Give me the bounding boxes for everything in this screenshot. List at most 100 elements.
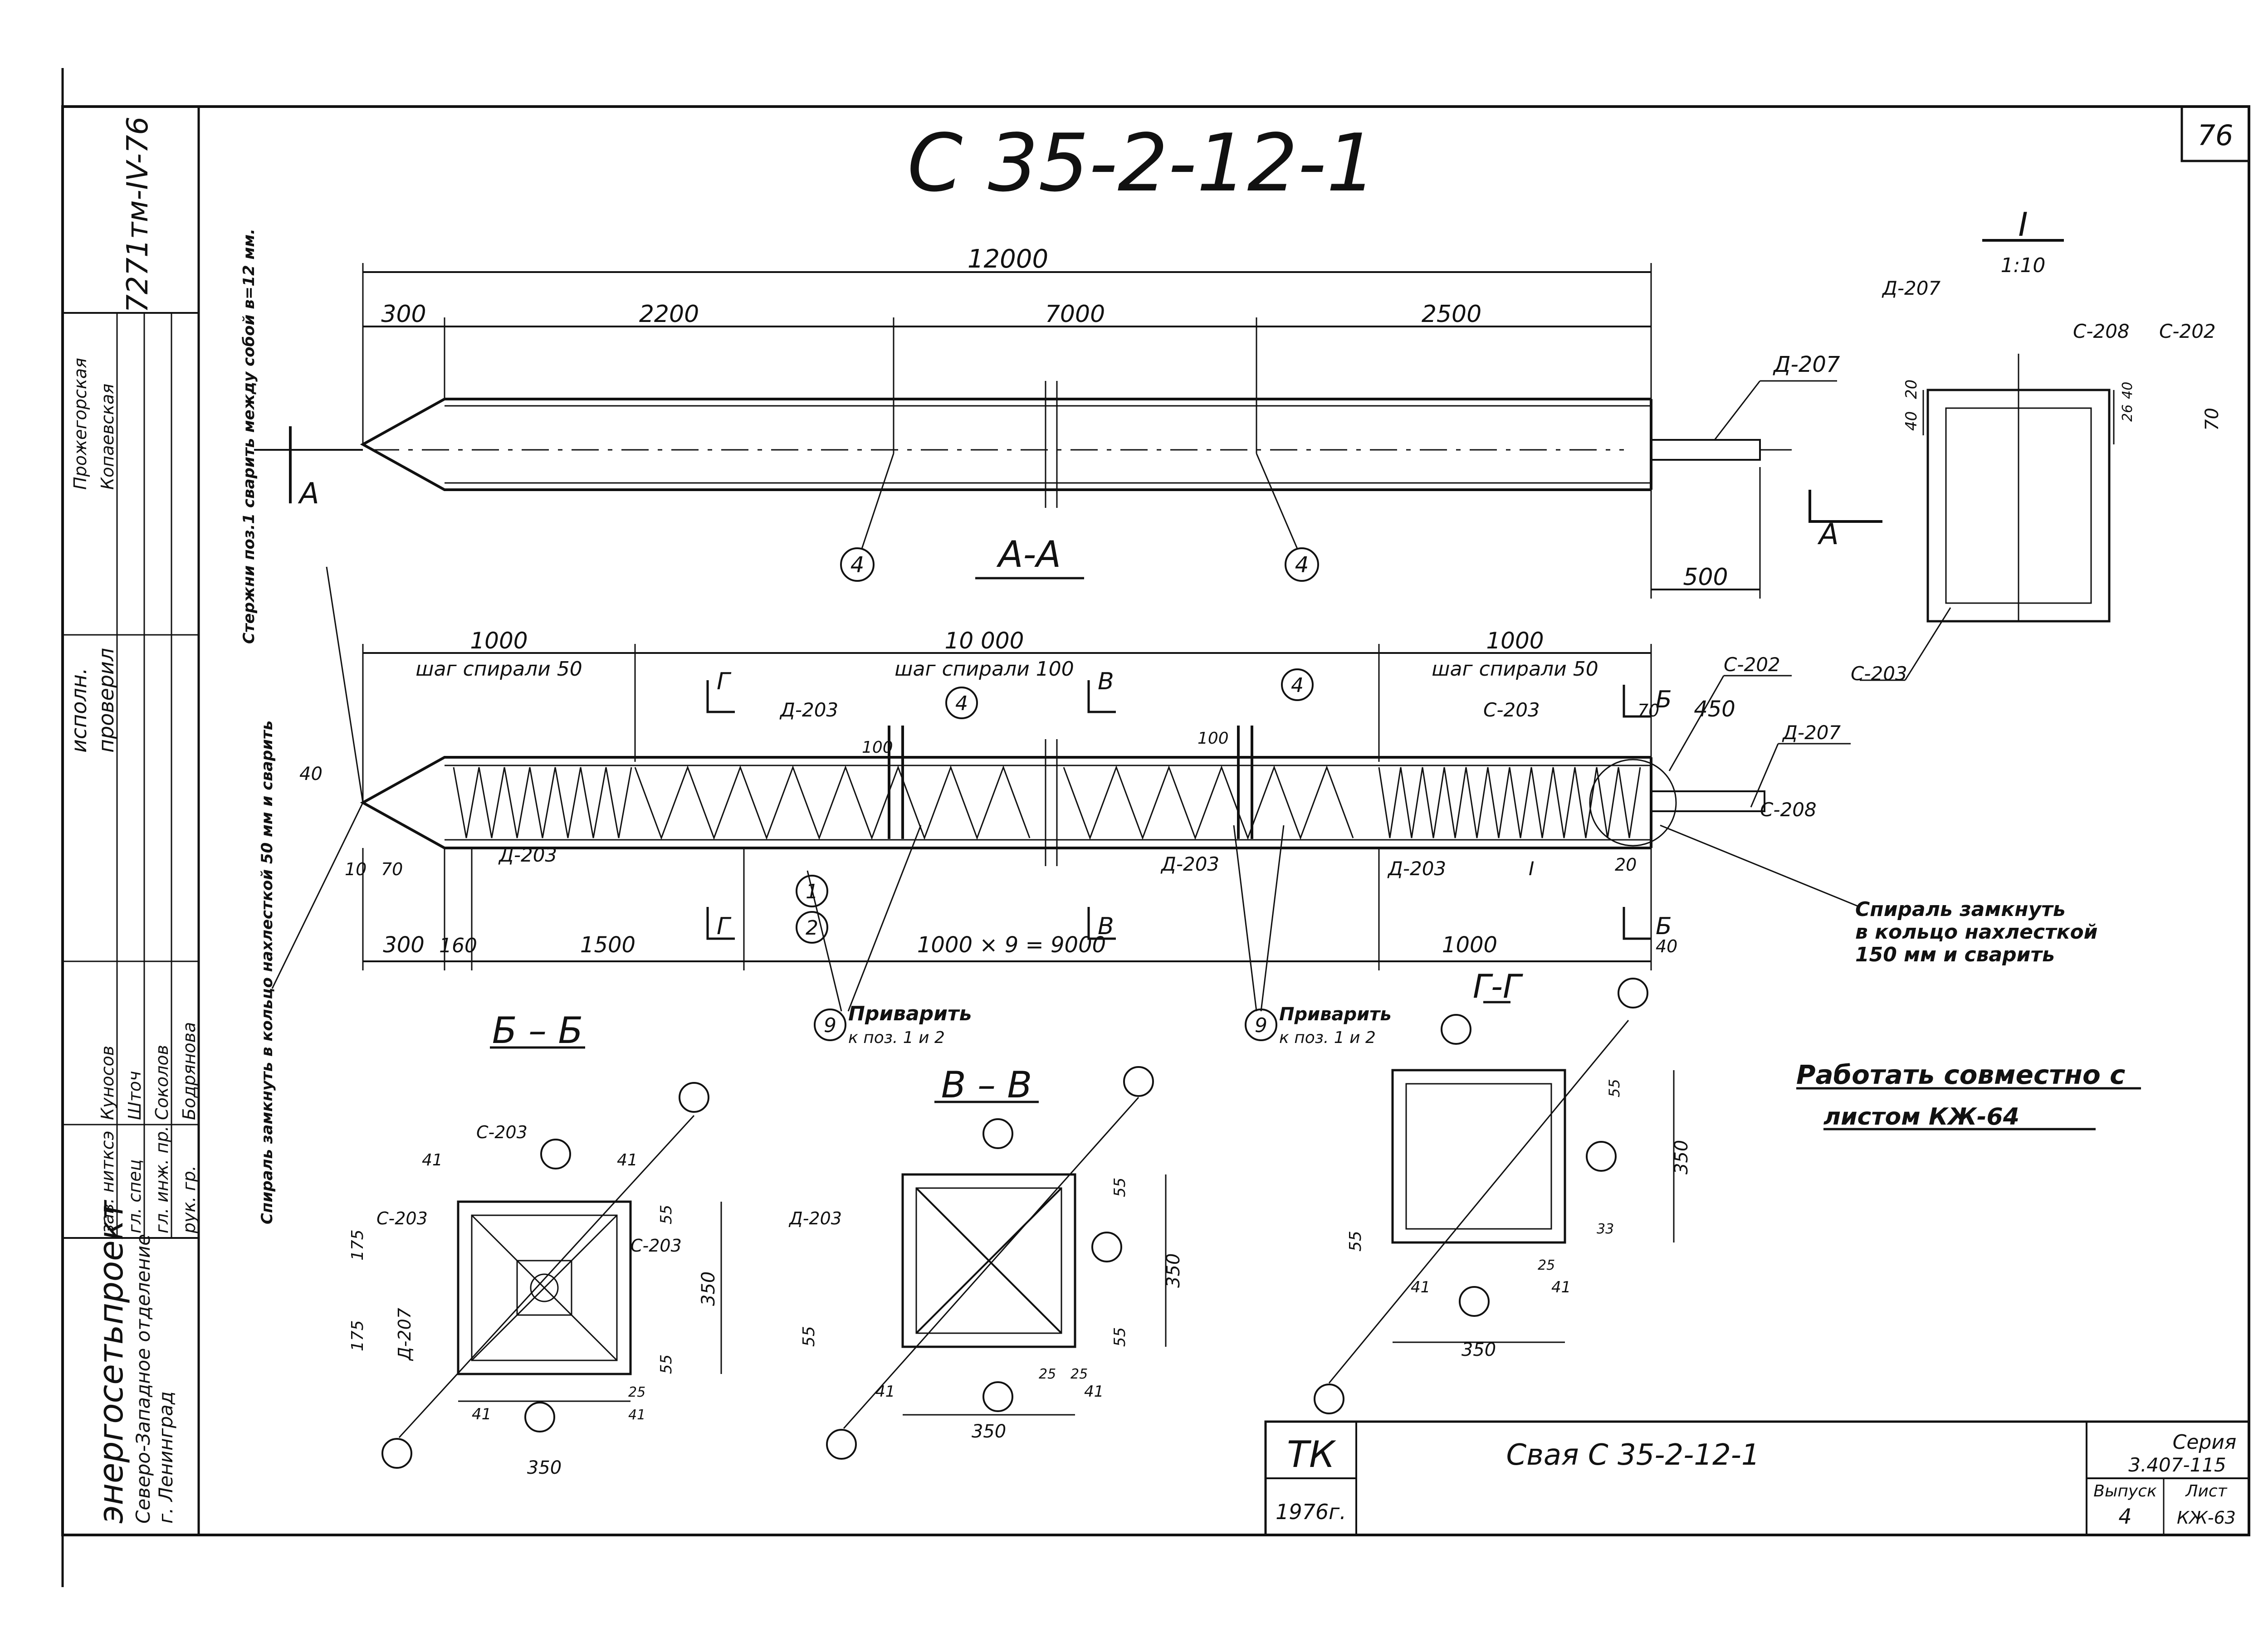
pos-1-circle: 1 <box>806 880 818 903</box>
detail-dim-20: 20 <box>1902 380 1921 399</box>
bb-tag-c203-top: С-203 <box>476 1122 528 1142</box>
cut-g-top: Г <box>717 668 732 695</box>
dim-zone1: 1000 <box>470 628 528 654</box>
note-spiral-right-1: Спираль замкнуть <box>1855 898 2066 921</box>
org-name: энергосетьпроект <box>92 1200 131 1524</box>
section-g-g-label: Г-Г <box>1473 967 1523 1005</box>
vv-dim-350-h: 350 <box>972 1421 1006 1442</box>
gg-dim-25: 25 <box>1538 1257 1555 1273</box>
gg-dim-41-b: 41 <box>1551 1278 1571 1296</box>
tb-series-label: Серия <box>2173 1431 2237 1454</box>
tag-d203-c: Д-203 <box>1160 853 1219 875</box>
detail-tag-c203: С-203 <box>1851 663 1907 685</box>
dim-b1000: 1000 <box>1442 932 1497 958</box>
dim-zone2: 10 000 <box>945 628 1024 654</box>
vv-dim-25-a: 25 <box>1039 1366 1056 1382</box>
top-anchor-tag: Д-207 <box>1773 352 1840 377</box>
dim-zone3: 1000 <box>1486 628 1544 654</box>
stamp-name-7: Прожегорская <box>70 358 90 490</box>
drawing-code: 7271тм-IV-76 <box>121 117 155 313</box>
detail-i-label: I <box>2018 205 2028 244</box>
detail-dim-26: 26 <box>2120 404 2136 422</box>
stamp-role-2: гл. спец <box>125 1160 145 1233</box>
weld-note-a-target: к поз. 1 и 2 <box>848 1028 945 1047</box>
gg-dim-33: 33 <box>1597 1221 1614 1237</box>
note-spiral-left: Спираль замкнуть в кольцо нахлесткой 50 … <box>258 721 276 1224</box>
tag-d203-a: Д-203 <box>779 699 838 721</box>
spiral-dense-right <box>1378 767 1641 838</box>
stamp-role-1: зав. нитксэ <box>98 1131 117 1233</box>
gg-dim-55-b: 55 <box>1346 1231 1365 1252</box>
dim-seg2: 7000 <box>1045 301 1105 328</box>
detail-dim-40: 40 <box>1902 411 1921 431</box>
vv-dim-25-b: 25 <box>1070 1366 1088 1382</box>
section-v-v <box>826 1066 1167 1460</box>
tb-mark: ТК <box>1287 1433 1336 1476</box>
side-view <box>271 566 1860 1041</box>
bb-tag-c203-right: С-203 <box>631 1236 682 1256</box>
bb-dim-55-b: 55 <box>657 1354 675 1374</box>
note-spiral-right-2: в кольцо нахлесткой <box>1855 921 2098 944</box>
tag-d203-b: Д-203 <box>498 844 557 866</box>
tag-c203: С-203 <box>1483 699 1540 721</box>
stamp-name-6: Копаевская <box>98 384 117 490</box>
bb-dim-41-a: 41 <box>422 1151 443 1169</box>
tag-detail-i: I <box>1529 857 1534 880</box>
dim-zone2-note: шаг спирали 100 <box>894 658 1074 681</box>
detail-dim-40b: 40 <box>2120 382 2136 399</box>
bb-dim-41-c: 41 <box>472 1405 491 1423</box>
section-v-v-label: В – В <box>941 1064 1032 1106</box>
bb-dim-350-v: 350 <box>698 1272 719 1306</box>
pos-4-circle-a: 4 <box>955 692 968 715</box>
cut-a-left: А <box>298 477 319 511</box>
pos-9-circle-b: 9 <box>1255 1014 1267 1037</box>
tb-year: 1976г. <box>1276 1500 1346 1524</box>
top-view <box>254 263 1882 599</box>
dim-tip: 300 <box>381 301 426 328</box>
dim-d40: 40 <box>1656 936 1677 956</box>
detail-i <box>1860 239 2115 681</box>
joint-note-line2: листом КЖ-64 <box>1823 1103 2019 1130</box>
stamp-name-4: Бодрянова <box>179 1022 199 1120</box>
bb-dim-25: 25 <box>628 1384 645 1400</box>
section-b-b <box>381 1046 722 1469</box>
detail-tag-c208: С-208 <box>2073 320 2130 342</box>
tb-sheet-value: КЖ-63 <box>2177 1508 2236 1528</box>
tb-issue-value: 4 <box>2118 1504 2131 1529</box>
tb-sheet-label: Лист <box>2185 1482 2227 1501</box>
spiral-sparse-a <box>634 765 1031 840</box>
dim-h100b: 100 <box>1198 729 1229 748</box>
spiral-sparse-b <box>1063 765 1354 840</box>
cut-b-bottom: Б <box>1656 913 1672 940</box>
spiral-dense-left <box>453 767 632 838</box>
weld-note-b: Приварить <box>1279 1004 1392 1025</box>
cut-v-top: В <box>1098 668 1114 695</box>
dim-b-repeat: 1000 × 9 = 9000 <box>917 932 1106 958</box>
tb-name: Свая С 35-2-12-1 <box>1506 1438 1760 1472</box>
tb-issue-label: Выпуск <box>2093 1482 2157 1501</box>
tag-c202: С-202 <box>1724 653 1780 676</box>
note-spiral-right-3: 150 мм и сварить <box>1855 943 2055 966</box>
drawing-title: С 35-2-12-1 <box>907 117 1377 209</box>
bb-dim-175-a: 175 <box>348 1229 367 1261</box>
stamp-role-5: исполн. <box>67 667 91 753</box>
dim-d450: 450 <box>1694 697 1735 722</box>
org-branch: Северо-Западное отделение <box>132 1234 154 1524</box>
pos-9-circle-a: 9 <box>824 1014 836 1037</box>
section-g-g <box>1314 978 1675 1414</box>
dim-total: 12000 <box>968 244 1048 274</box>
bb-dim-175-b: 175 <box>348 1320 367 1351</box>
bb-dim-41-b: 41 <box>617 1151 638 1169</box>
gg-dim-41-a: 41 <box>1411 1278 1430 1296</box>
detail-dim-70: 70 <box>2202 408 2223 431</box>
vv-dim-55-a: 55 <box>800 1326 818 1347</box>
tag-d203-d: Д-203 <box>1387 857 1446 880</box>
cut-b-top: Б <box>1656 686 1672 713</box>
tag-c208: С-208 <box>1760 799 1817 821</box>
stamp-role-4: рук. гр. <box>179 1165 199 1234</box>
bb-tag-d207: Д-207 <box>395 1308 415 1361</box>
dim-h100a: 100 <box>862 738 893 757</box>
dim-zone3-note: шаг спирали 50 <box>1432 658 1598 681</box>
pos-4-circle-b: 4 <box>1291 674 1304 697</box>
dim-zone1-note: шаг спирали 50 <box>415 658 582 681</box>
